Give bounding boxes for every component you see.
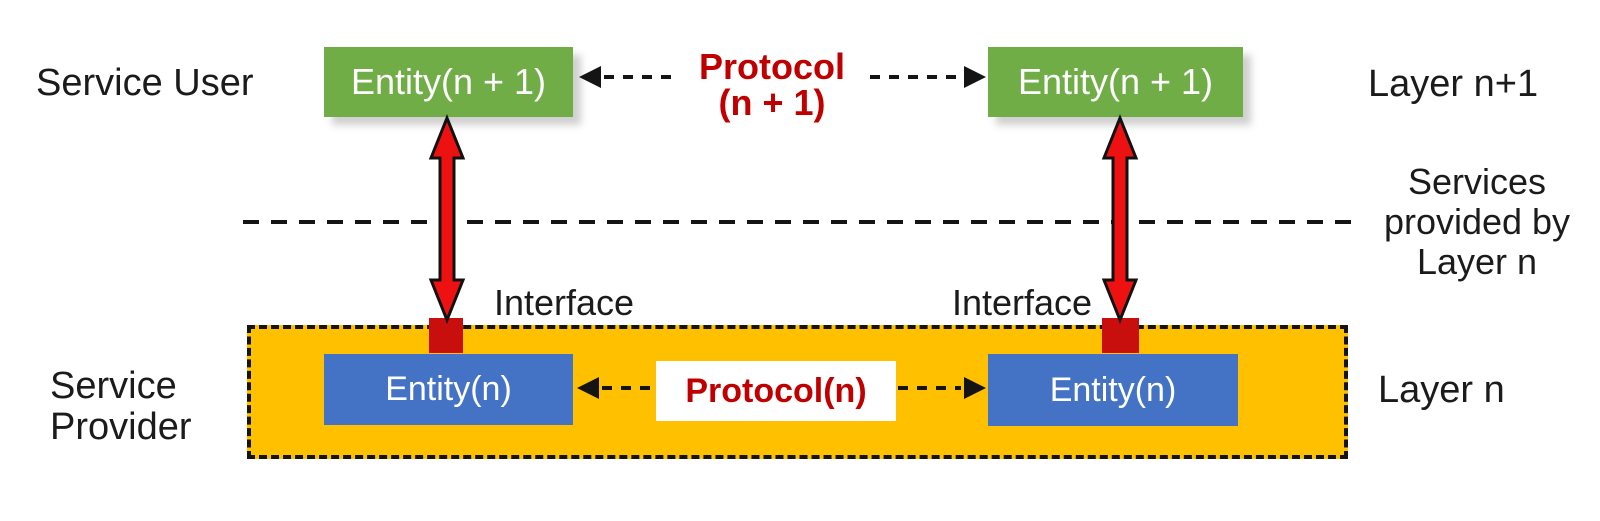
entity-upper-right-text: Entity(n + 1) [1017,61,1214,102]
protocol-n-box: Protocol(n) [656,361,896,421]
entity-lower-left-text: Entity(n) [385,370,512,408]
entity-upper-left-box: Entity(n + 1) [324,47,573,117]
protocol-n-plus-1-label: Protocol(n + 1) [656,49,888,121]
entity-lower-right-box: Entity(n) [988,354,1238,426]
services-note-line2: provided by [1383,201,1571,242]
protocol-n-plus-1-line2: (n + 1) [718,82,826,123]
protocol-n1-arrowhead-right-icon [964,66,986,88]
service-provider-line2: Provider [50,406,192,448]
interface-right-label: Interface [952,282,1093,323]
entity-upper-left-text: Entity(n + 1) [350,61,547,102]
protocol-n-text: Protocol(n) [685,371,867,410]
service-provider-line1: Service [50,365,177,407]
entity-lower-left-box: Entity(n) [324,354,573,425]
layer-n-label: Layer n [1378,369,1505,411]
protocol-n-plus-1-line1: Protocol [698,46,845,87]
interface-left-label: Interface [494,282,635,323]
protocol-n1-arrowhead-left-icon [579,66,601,88]
service-access-arrow-left [428,113,466,325]
services-note-line1: Services [1407,161,1547,202]
entity-lower-right-text: Entity(n) [1049,370,1177,409]
entity-upper-right-box: Entity(n + 1) [988,47,1243,117]
service-access-arrow-right [1101,113,1139,325]
service-user-label: Service User [36,62,254,104]
services-note-line3: Layer n [1416,241,1538,282]
layer-n-plus-1-label: Layer n+1 [1368,63,1539,105]
